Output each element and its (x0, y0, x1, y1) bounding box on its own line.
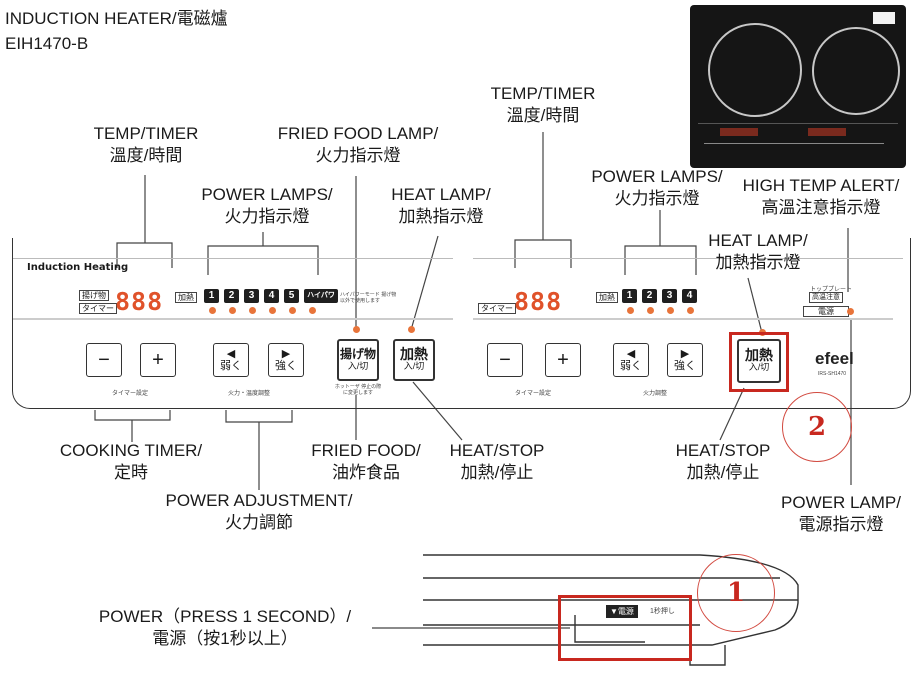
right-arrow-icon: ▶ (680, 348, 690, 360)
segment-display-right: 888 (514, 287, 563, 316)
heat-lamp-right-label: HEAT LAMP/加熱指示燈 (708, 231, 808, 272)
power-lamp-indicator (847, 308, 854, 315)
highlight-box-heat (729, 332, 789, 392)
cooking-timer-label: COOKING TIMER/定時 (59, 441, 203, 482)
power-lamps-right-label: POWER LAMPS/火力指示燈 (591, 167, 723, 208)
power-lamp-label: POWER LAMP/電源指示燈 (781, 493, 901, 534)
weaker-button[interactable]: ◀弱く (213, 343, 249, 377)
efeel-logo: efeel (815, 349, 854, 368)
stronger-button-right[interactable]: ▶強く (667, 343, 703, 377)
lamp-dot (209, 307, 216, 314)
press-note: 1秒押し (650, 608, 675, 615)
fried-food-lamp (353, 326, 360, 333)
power-lamp-4: 4 (264, 289, 279, 303)
power-button-label: POWER（PRESS 1 SECOND）/電源（按1秒以上） (98, 607, 352, 648)
fried-food-lamp-label: FRIED FOOD LAMP/火力指示燈 (277, 124, 439, 165)
callout-1: 1 (697, 554, 775, 632)
power-lamp-2: 2 (224, 289, 239, 303)
right-arrow-icon: ▶ (281, 348, 291, 360)
high-power-tag: ハイパワー (304, 289, 338, 313)
timer-plus-button[interactable]: + (140, 343, 176, 377)
lamp-dot (647, 307, 654, 314)
fried-note: ホットーザ 停止の際に変更します (334, 384, 382, 396)
timer-setting-label: タイマー設定 (112, 391, 149, 397)
power-tag: 電源 (803, 306, 849, 317)
timer-tag-right: タイマー (478, 303, 516, 314)
left-arrow-icon: ◀ (226, 348, 236, 360)
power-lamp-r4: 4 (682, 289, 697, 303)
power-temp-adjust-label: 火力・温度調整 (228, 391, 271, 397)
timer-setting-label-right: タイマー設定 (515, 391, 552, 397)
segment-display-left: 888 (115, 287, 164, 316)
lamp-dot (687, 307, 694, 314)
heat-lamp-left (408, 326, 415, 333)
press-label: ▼電源 (606, 605, 638, 618)
product-photo (690, 5, 906, 168)
top-plate-label: トッププレート (810, 287, 853, 293)
lamp-dot (667, 307, 674, 314)
weaker-button-right[interactable]: ◀弱く (613, 343, 649, 377)
lamp-dot (229, 307, 236, 314)
power-lamp-5: 5 (284, 289, 299, 303)
high-power-note: ハイパワーモード 揚げ物以外で使用します (340, 292, 397, 304)
heat-tag-right: 加熱 (596, 292, 618, 303)
stronger-button[interactable]: ▶強く (268, 343, 304, 377)
model-number: EIH1470-B (5, 34, 89, 53)
lamp-dot (309, 307, 316, 314)
power-adjust-label: 火力調整 (643, 391, 668, 397)
lamp-dot (627, 307, 634, 314)
left-arrow-icon: ◀ (626, 348, 636, 360)
high-temp-caution-tag: 高温注意 (809, 292, 843, 303)
heat-stop-button-right[interactable]: 加熱入/切 (737, 339, 781, 383)
power-lamps-left-label: POWER LAMPS/火力指示燈 (201, 185, 333, 226)
power-lamp-r2: 2 (642, 289, 657, 303)
lamp-dot (269, 307, 276, 314)
fried-tag: 揚げ物 (79, 290, 109, 301)
heat-lamp-left-label: HEAT LAMP/加熱指示燈 (391, 185, 491, 226)
power-lamp-r3: 3 (662, 289, 677, 303)
fried-food-button[interactable]: 揚げ物入/切 (337, 339, 379, 381)
timer-minus-button[interactable]: − (86, 343, 122, 377)
power-lamp-r1: 1 (622, 289, 637, 303)
timer-plus-button-right[interactable]: + (545, 343, 581, 377)
highlight-box-power (558, 595, 692, 661)
timer-tag: タイマー (79, 303, 117, 314)
lamp-dot (249, 307, 256, 314)
power-lamp-3: 3 (244, 289, 259, 303)
brand-text: Induction Heating (27, 262, 129, 273)
page-title: INDUCTION HEATER/電磁爐 (5, 9, 228, 28)
model-small: IRS-SH1470 (818, 371, 847, 377)
timer-minus-button-right[interactable]: − (487, 343, 523, 377)
heat-stop-button-left[interactable]: 加熱入/切 (393, 339, 435, 381)
high-temp-alert-label: HIGH TEMP ALERT/高溫注意指示燈 (742, 176, 900, 217)
callout-2: 2 (782, 392, 852, 462)
heat-tag-left: 加熱 (175, 292, 197, 303)
lamp-dot (289, 307, 296, 314)
power-adjustment-label: POWER ADJUSTMENT/火力調節 (165, 491, 353, 532)
power-lamp-1: 1 (204, 289, 219, 303)
fried-food-label: FRIED FOOD/油炸食品 (311, 441, 421, 482)
